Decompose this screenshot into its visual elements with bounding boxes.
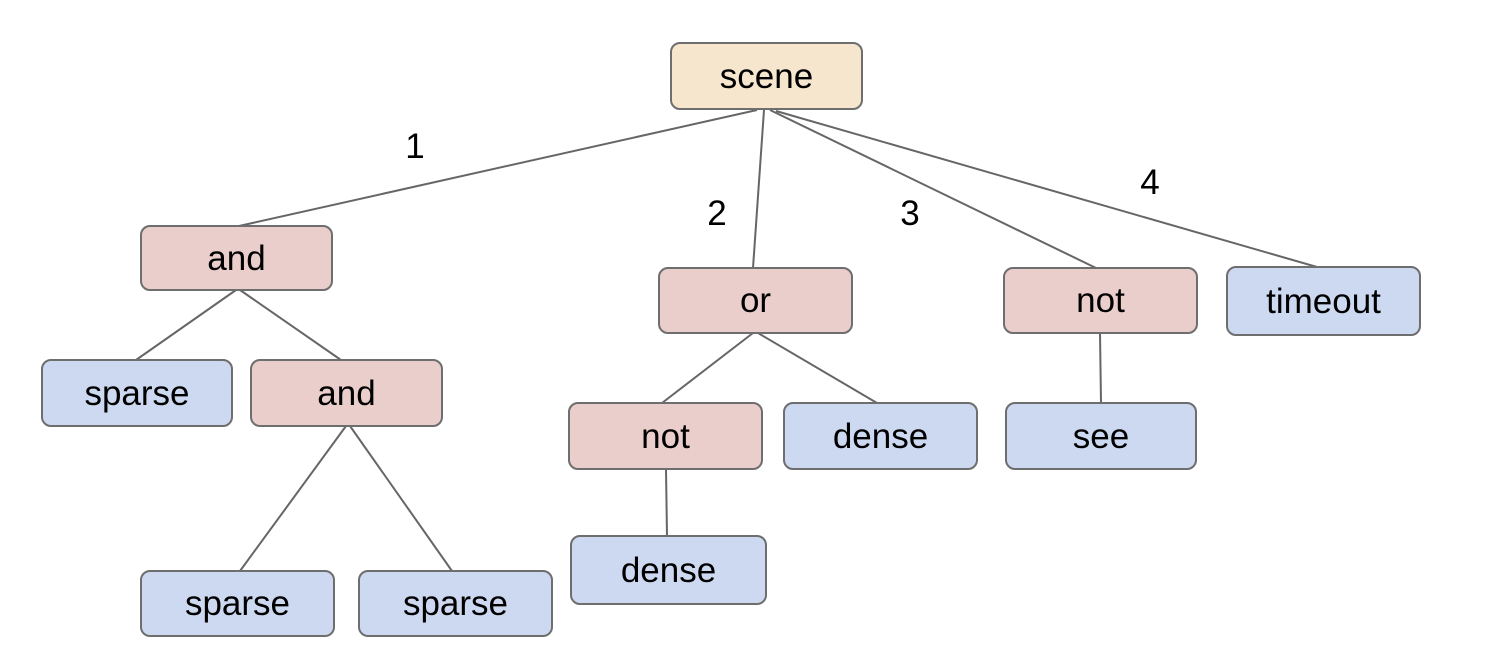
edge-scene-timeout <box>775 110 1318 268</box>
node-timeout: timeout <box>1226 266 1421 336</box>
edge-and1-and2 <box>239 289 342 361</box>
node-not-mid: not <box>568 402 763 470</box>
edge-label-1: 1 <box>405 127 425 166</box>
node-sparse-bottom-2: sparse <box>358 570 553 637</box>
edge-or-not <box>661 332 754 404</box>
node-not-right: not <box>1003 267 1198 334</box>
node-or: or <box>658 267 853 334</box>
node-see: see <box>1005 402 1197 470</box>
edge-or-dense <box>757 332 878 404</box>
node-and-1: and <box>140 225 333 291</box>
edge-not-see <box>1099 332 1102 404</box>
edge-label-3: 3 <box>900 194 920 233</box>
node-dense-right: dense <box>783 402 978 470</box>
edge-not-dense <box>665 468 668 537</box>
node-sparse-left: sparse <box>41 359 233 427</box>
edge-scene-not <box>769 109 1097 269</box>
edge-and2-sparse2 <box>349 425 453 572</box>
node-and-2: and <box>250 359 443 427</box>
node-dense-bottom: dense <box>570 535 767 605</box>
edge-scene-or <box>752 109 765 269</box>
edge-and1-sparse <box>135 289 237 361</box>
edge-scene-and1 <box>238 109 758 227</box>
edge-and2-sparse1 <box>239 425 347 572</box>
edge-label-4: 4 <box>1140 163 1160 202</box>
node-scene: scene <box>670 42 863 110</box>
edge-label-2: 2 <box>707 194 727 233</box>
node-sparse-bottom-1: sparse <box>140 570 335 637</box>
